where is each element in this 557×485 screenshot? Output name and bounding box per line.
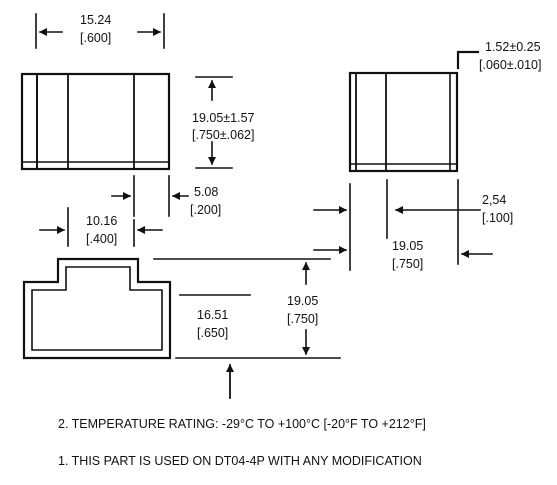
thickness-in: [.060±.010] bbox=[479, 58, 541, 72]
dim-gap: 2,54 [.100] bbox=[386, 179, 513, 265]
dim-wall-offset: 5.08 [.200] bbox=[111, 175, 221, 217]
width-top-in: [.600] bbox=[80, 31, 111, 45]
thickness-mm: 1.52±0.25 bbox=[485, 40, 541, 54]
note-temperature: 2. TEMPERATURE RATING: -29°C TO +100°C [… bbox=[58, 417, 426, 431]
dim-width-top: 15.24 [.600] bbox=[35, 13, 165, 49]
note-usage: 1. THIS PART IS USED ON DT04-4P WITH ANY… bbox=[58, 454, 422, 468]
inner-width-mm: 10.16 bbox=[86, 214, 117, 228]
bottom-inner-in: [.650] bbox=[197, 326, 228, 340]
bottom-inner-mm: 16.51 bbox=[197, 308, 228, 322]
side-height-in: [.750] bbox=[392, 257, 423, 271]
inner-width-in: [.400] bbox=[86, 232, 117, 246]
dim-side-height: 19.05 [.750] bbox=[313, 183, 493, 271]
dim-thickness: 1.52±0.25 [.060±.010] bbox=[456, 40, 541, 72]
front-view bbox=[20, 72, 171, 171]
bottom-total-mm: 19.05 bbox=[287, 294, 318, 308]
bottom-view bbox=[22, 257, 172, 360]
side-view bbox=[348, 71, 459, 173]
dim-bottom: 16.51 [.650] 19.05 [.750] bbox=[153, 258, 341, 399]
wall-offset-mm: 5.08 bbox=[194, 185, 218, 199]
gap-mm: 2,54 bbox=[482, 193, 506, 207]
height-top-in: [.750±.062] bbox=[192, 128, 254, 142]
gap-in: [.100] bbox=[482, 211, 513, 225]
width-top-mm: 15.24 bbox=[80, 13, 111, 27]
bottom-total-in: [.750] bbox=[287, 312, 318, 326]
dim-height-top: 19.05±1.57 [.750±.062] bbox=[192, 76, 255, 169]
wall-offset-in: [.200] bbox=[190, 203, 221, 217]
side-height-mm: 19.05 bbox=[392, 239, 423, 253]
dim-inner-width: 10.16 [.400] bbox=[39, 207, 163, 247]
height-top-mm: 19.05±1.57 bbox=[192, 111, 255, 125]
